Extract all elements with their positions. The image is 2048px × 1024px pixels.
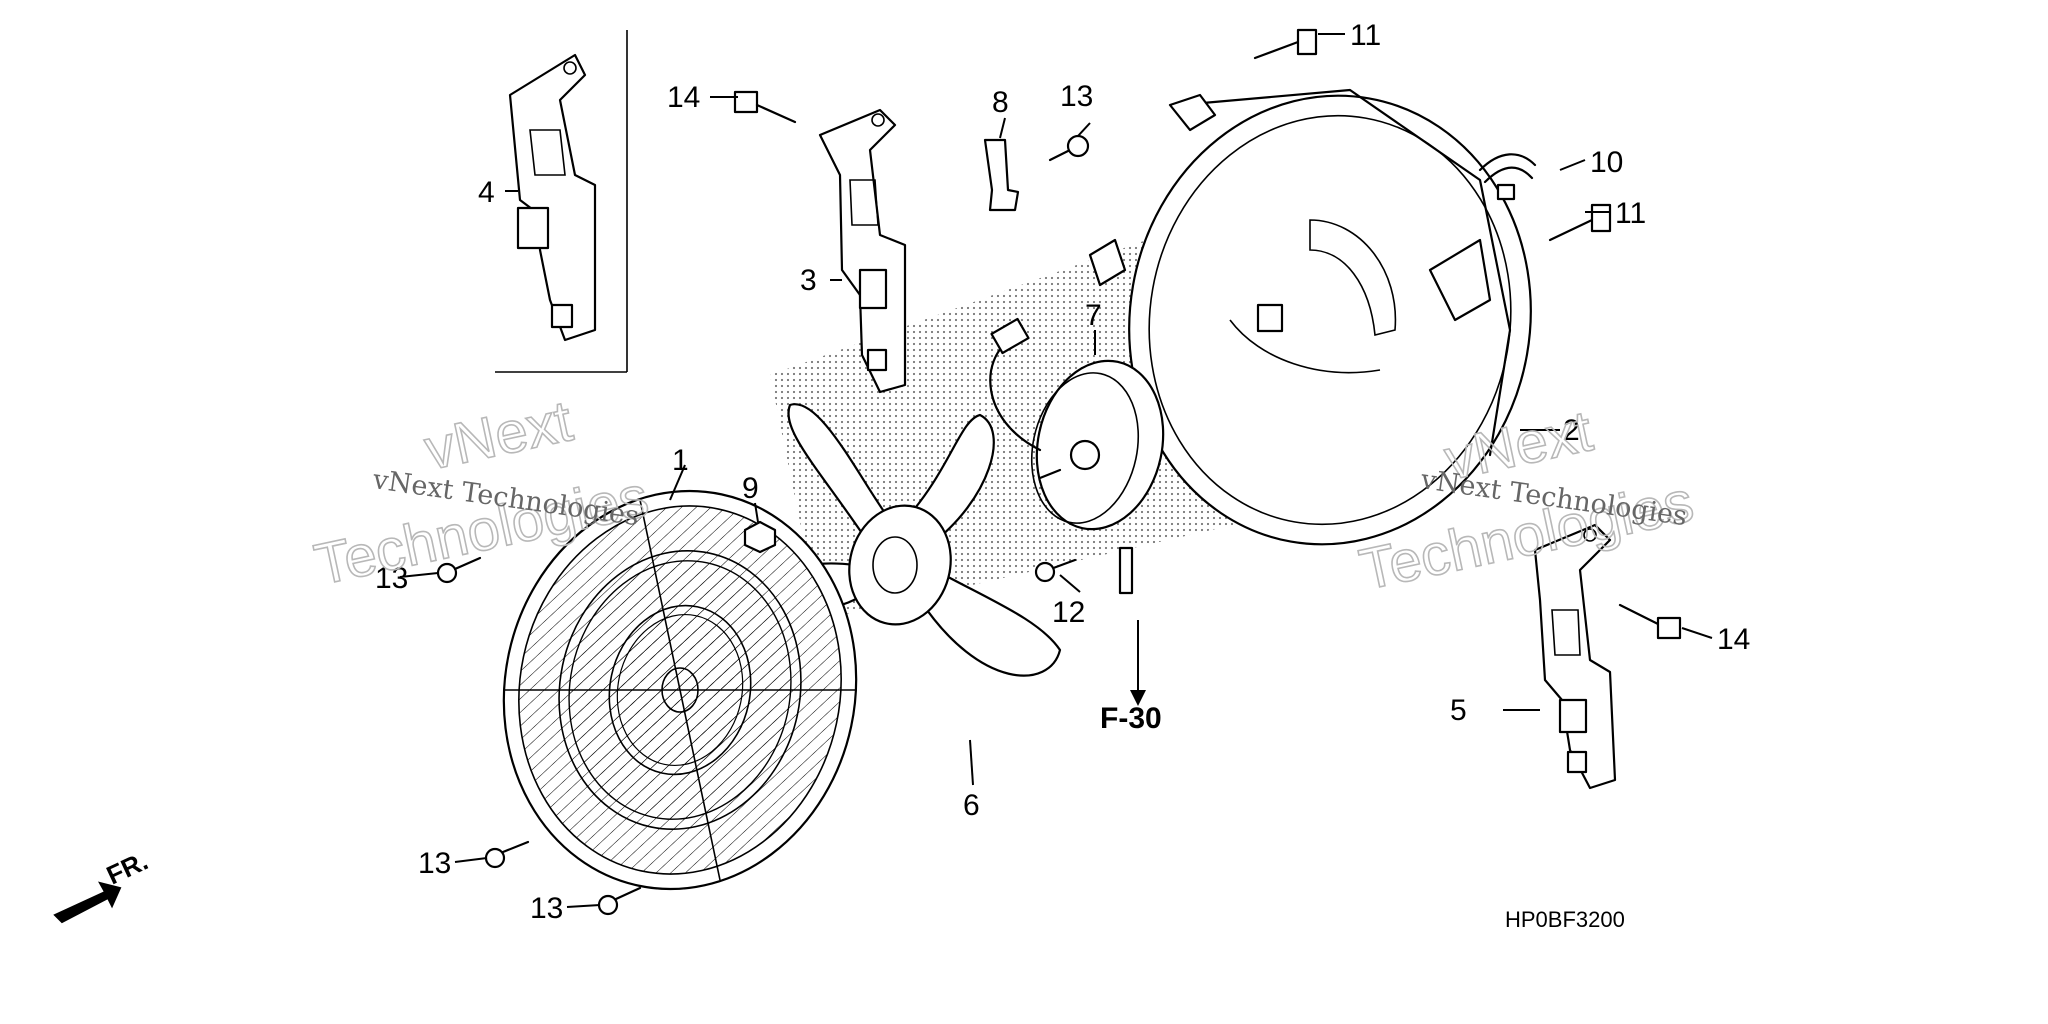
bracket-part-8: [983, 138, 1020, 212]
screw-part-13-lower: [484, 840, 530, 869]
callout-11b: 11: [1615, 197, 1646, 230]
bolt-part-14-top: [733, 90, 797, 124]
direction-label: FR.: [102, 846, 153, 891]
bolt-part-11-top: [1253, 28, 1318, 60]
bracket-part-3: [818, 108, 907, 394]
callout-6: 6: [963, 789, 980, 822]
fan-blade-part-6: [768, 403, 1062, 677]
bolt-part-14-right: [1618, 603, 1682, 640]
bracket-part-4: [508, 53, 597, 342]
callout-13d: 13: [530, 892, 563, 925]
callout-11a: 11: [1350, 19, 1381, 52]
leader-lines: [399, 33, 1713, 908]
screw-part-13-bottom: [597, 886, 642, 916]
callout-12: 12: [1052, 596, 1085, 629]
callout-2: 2: [1563, 414, 1580, 447]
callout-13a: 13: [1060, 80, 1093, 113]
callout-8: 8: [992, 86, 1009, 119]
callout-13b: 13: [375, 562, 408, 595]
clamp-part-10: [1478, 153, 1537, 201]
fan-guard-part-1: [502, 489, 858, 891]
callout-10: 10: [1590, 146, 1623, 179]
screw-part-13-top: [1048, 134, 1090, 162]
front-direction-arrow: FR.: [53, 846, 153, 924]
callout-14a: 14: [667, 81, 700, 114]
nut-part-9: [743, 520, 777, 554]
callout-1: 1: [672, 444, 689, 477]
callout-7: 7: [1085, 299, 1102, 332]
callout-13c: 13: [418, 847, 451, 880]
diagram-code: HP0BF3200: [1505, 907, 1625, 932]
screw-part-12: [1034, 558, 1077, 583]
callout-14b: 14: [1717, 623, 1750, 656]
inset-frame: [495, 30, 628, 373]
bolt-part-11-right: [1548, 203, 1612, 242]
fan-motor-part-7: [989, 238, 1165, 595]
fan-shroud-part-2: [1128, 88, 1532, 546]
callout-3: 3: [800, 264, 817, 297]
callout-4: 4: [478, 176, 495, 209]
callout-5: 5: [1450, 694, 1467, 727]
bracket-part-5: [1533, 523, 1617, 790]
watermark-left-line1: vNext: [419, 388, 578, 482]
reference-label: F-30: [1100, 702, 1162, 735]
callout-9: 9: [742, 472, 759, 505]
